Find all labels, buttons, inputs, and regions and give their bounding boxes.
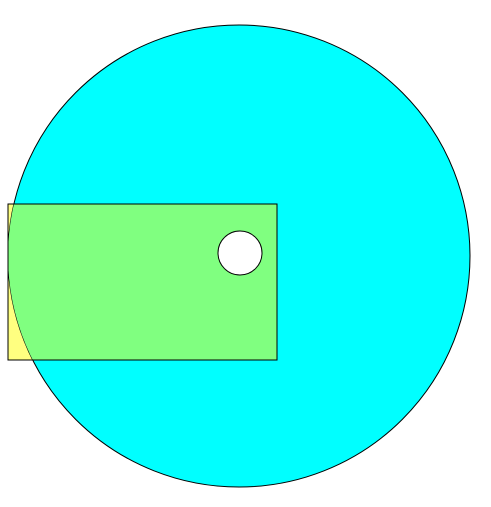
small-white-circle bbox=[217, 230, 263, 276]
rectangle-outline bbox=[7, 203, 278, 361]
overlap-region bbox=[8, 204, 277, 360]
